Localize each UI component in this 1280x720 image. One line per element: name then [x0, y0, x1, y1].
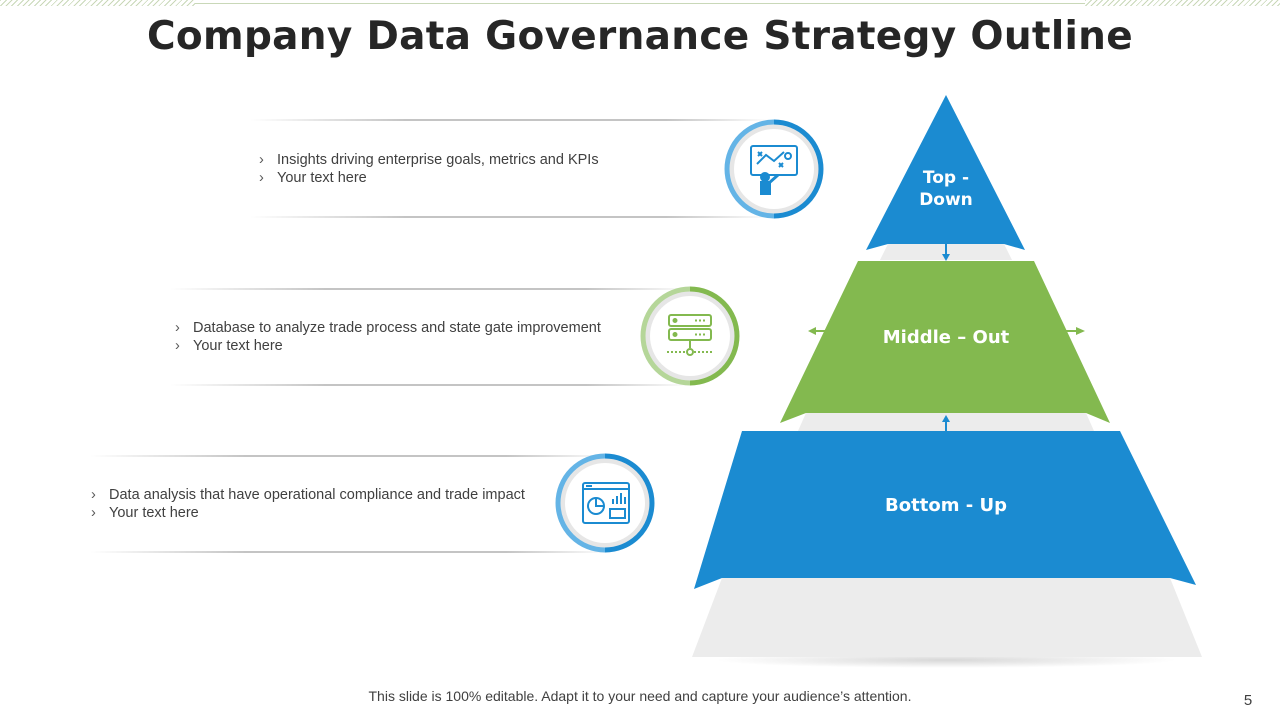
row-2-bullet-2: › Your text here — [175, 337, 645, 355]
row-2-top-rule — [170, 288, 690, 290]
row-3-bullet-1: › Data analysis that have operational com… — [91, 486, 561, 504]
pyramid-tier-top — [866, 95, 1025, 250]
row-3-icon-badge — [555, 453, 655, 553]
row-2-bullet-2-text: Your text here — [193, 338, 283, 354]
pyramid-tier-middle — [780, 261, 1110, 423]
slide-title: Company Data Governance Strategy Outline — [147, 14, 1133, 59]
bullet-chevron-icon: › — [175, 338, 180, 354]
slide-footer-note: This slide is 100% editable. Adapt it to… — [368, 688, 912, 704]
bullet-chevron-icon: › — [91, 505, 96, 521]
page-number: 5 — [1243, 692, 1253, 709]
row-2-bullet-1-text: Database to analyze trade process and st… — [193, 320, 601, 336]
row-1-icon-badge — [724, 119, 824, 219]
row-1-text: › Insights driving enterprise goals, metr… — [259, 151, 719, 187]
row-2-bullet-1: › Database to analyze trade process and s… — [175, 319, 645, 337]
row-1-top-rule — [250, 119, 770, 121]
pyramid-label-top: Top - Down — [896, 167, 996, 211]
bullet-chevron-icon: › — [259, 170, 264, 186]
database-server-icon — [667, 314, 713, 356]
bullet-chevron-icon: › — [259, 152, 264, 168]
pyramid-label-middle: Middle – Out — [882, 327, 1010, 348]
row-3-bullet-2: › Your text here — [91, 504, 561, 522]
arrow-left-icon — [808, 327, 826, 335]
arrow-right-icon — [1066, 327, 1085, 335]
arrow-down-icon — [942, 244, 950, 261]
row-3-bullet-1-text: Data analysis that have operational comp… — [109, 487, 525, 503]
strategy-board-icon — [750, 145, 798, 195]
pyramid-base-band — [692, 578, 1202, 657]
row-3-bullet-2-text: Your text here — [109, 505, 199, 521]
pyramid-label-top-line2: Down — [919, 190, 973, 210]
row-1-bullet-2: › Your text here — [259, 169, 719, 187]
row-2-bottom-rule — [170, 384, 690, 386]
pyramid-tier-bottom — [694, 431, 1196, 589]
header-hatch-right — [1085, 0, 1280, 6]
analytics-dashboard-icon — [582, 482, 630, 524]
row-2-icon-badge — [640, 286, 740, 386]
row-3-bottom-rule — [90, 551, 610, 553]
bullet-chevron-icon: › — [175, 320, 180, 336]
row-1-bullet-1-text: Insights driving enterprise goals, metri… — [277, 152, 599, 168]
pyramid-label-bottom: Bottom - Up — [885, 495, 1007, 516]
header-hatch-left — [0, 0, 195, 6]
row-1-bullet-2-text: Your text here — [277, 170, 367, 186]
row-2-text: › Database to analyze trade process and s… — [175, 319, 645, 355]
row-1-bullet-1: › Insights driving enterprise goals, metr… — [259, 151, 719, 169]
pyramid-label-top-line1: Top - — [922, 168, 970, 188]
row-3-top-rule — [90, 455, 610, 457]
row-3-text: › Data analysis that have operational com… — [91, 486, 561, 522]
row-1-bottom-rule — [250, 216, 770, 218]
header-rule — [195, 3, 1085, 4]
bullet-chevron-icon: › — [91, 487, 96, 503]
arrow-up-icon — [942, 415, 950, 432]
